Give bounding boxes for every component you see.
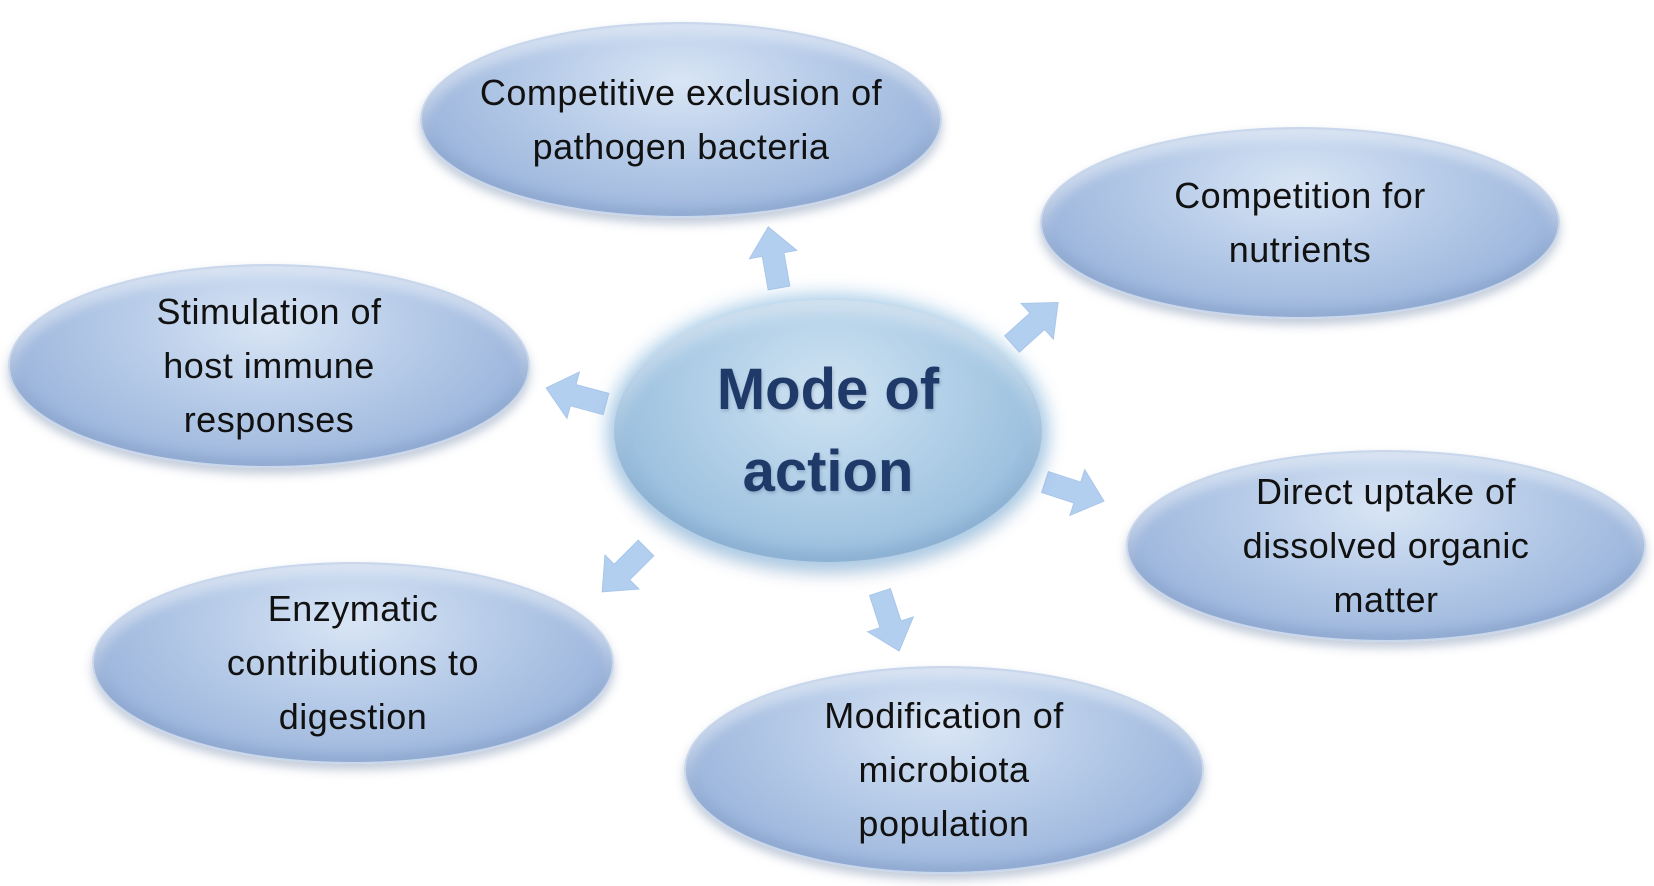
node-competitive-exclusion: Competitive exclusion of pathogen bacter… [420,22,942,218]
node-label: Enzymatic contributions to digestion [226,588,480,737]
node-enzymatic: Enzymatic contributions to digestion [92,562,614,764]
node-label: Modification of microbiota population [824,695,1064,844]
node-competition-nutrients: Competition for nutrients [1040,127,1560,319]
node-microbiota: Modification of microbiota population [684,666,1204,874]
arrow-to-immune [539,364,613,428]
center-label: Mode of action [716,357,940,504]
node-label: Direct uptake of dissolved organic matte… [1242,471,1530,620]
arrow-to-competitive-exclusion [744,222,804,293]
node-immune: Stimulation of host immune responses [8,264,530,468]
node-label: Competitive exclusion of pathogen bacter… [479,72,883,167]
node-direct-uptake: Direct uptake of dissolved organic matte… [1126,450,1646,642]
center-node: Mode of action [614,300,1042,562]
arrow-to-microbiota [856,584,923,659]
node-label: Stimulation of host immune responses [156,291,382,440]
arrow-to-direct-uptake [1037,458,1112,525]
node-label: Competition for nutrients [1174,175,1426,270]
